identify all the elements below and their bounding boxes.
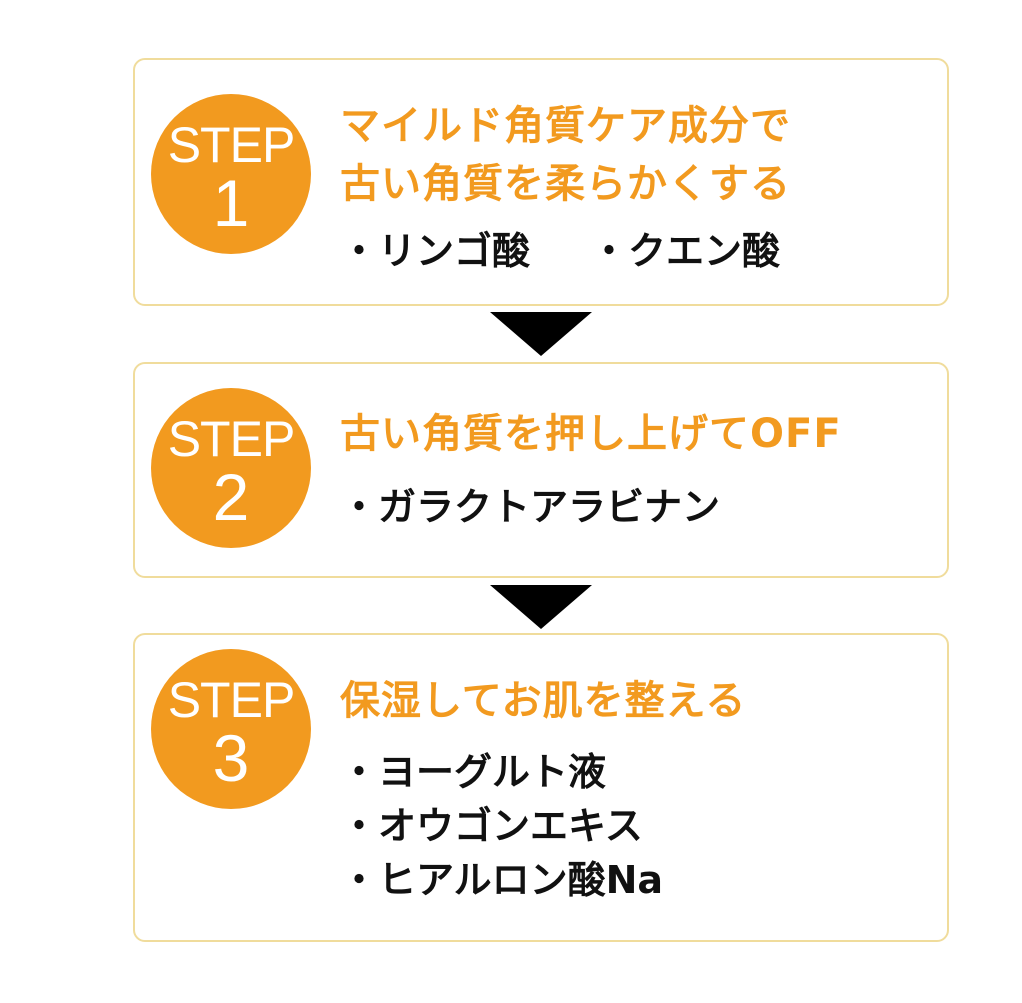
step-1-title-line1: マイルド角質ケア成分で	[340, 103, 791, 149]
down-arrow-icon	[490, 585, 592, 629]
step-1-card: STEP 1 マイルド角質ケア成分で 古い角質を柔らかくする ・リンゴ酸 ・クエン…	[133, 58, 949, 306]
step-3-badge: STEP 3	[151, 649, 311, 809]
step-1-badge: STEP 1	[151, 94, 311, 254]
ingredient-item: ・ガラクトアラビナン	[340, 485, 721, 529]
step-3-title: 保湿してお肌を整える	[340, 678, 747, 724]
ingredient-item: ・オウゴンエキス	[340, 804, 643, 848]
step-badge-label: STEP	[167, 411, 296, 467]
step-badge-number: 3	[212, 721, 250, 795]
down-arrow-icon	[490, 312, 592, 356]
step-badge-label: STEP	[167, 117, 296, 173]
step-badge-label: STEP	[167, 672, 296, 728]
ingredient-item: ・ヨーグルト液	[340, 750, 607, 794]
step-1-items: ・リンゴ酸 ・クエン酸	[340, 224, 780, 278]
step-1-title-line2: 古い角質を柔らかくする	[340, 161, 791, 207]
ingredient-item: ・クエン酸	[590, 229, 781, 273]
step-badge-number: 2	[212, 460, 250, 534]
ingredient-item: ・ヒアルロン酸Na	[340, 858, 664, 902]
step-badge-number: 1	[212, 166, 250, 240]
step-3-card: STEP 3 保湿してお肌を整える ・ヨーグルト液 ・オウゴンエキス ・ヒアルロ…	[133, 633, 949, 942]
step-2-title: 古い角質を押し上げてOFF	[340, 411, 842, 457]
ingredient-item: ・リンゴ酸	[340, 229, 531, 273]
step-2-badge: STEP 2	[151, 388, 311, 548]
step-2-items: ・ガラクトアラビナン	[340, 480, 720, 534]
step-2-card: STEP 2 古い角質を押し上げてOFF ・ガラクトアラビナン	[133, 362, 949, 578]
step-3-items: ・ヨーグルト液 ・オウゴンエキス ・ヒアルロン酸Na	[340, 745, 663, 907]
